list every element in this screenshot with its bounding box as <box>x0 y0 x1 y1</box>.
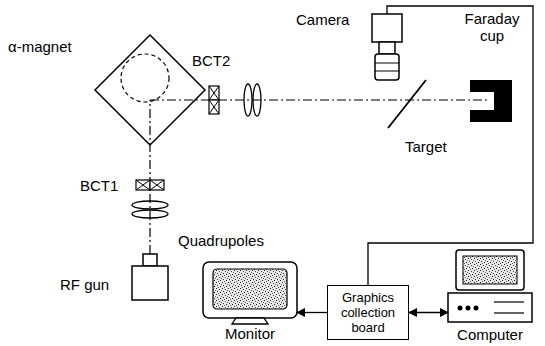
part-label: Faraday cup <box>460 10 524 44</box>
case-button <box>466 306 471 311</box>
beam-line <box>150 99 490 100</box>
signal-connector <box>297 312 327 313</box>
gun-nozzle <box>143 254 157 266</box>
signal-connector <box>409 312 448 313</box>
beam-line <box>149 100 150 254</box>
monitor-stand <box>232 318 268 324</box>
computer-screen <box>463 256 517 284</box>
monitor-screen <box>213 269 287 309</box>
beam-orbit <box>121 54 169 102</box>
monitor: Monitor <box>203 262 297 324</box>
part-label: α-magnet <box>8 38 72 55</box>
quadrupole <box>253 84 261 116</box>
computer-display <box>456 250 524 290</box>
drive-slot <box>494 312 524 313</box>
case-button <box>474 306 479 311</box>
quadrupole <box>132 210 168 218</box>
node-label: Computer <box>457 326 523 343</box>
target-foil <box>388 80 426 128</box>
node-label: Camera <box>296 11 349 28</box>
node-label: Monitor <box>225 325 275 342</box>
computer: Computer <box>448 250 532 322</box>
computer-case <box>448 293 532 322</box>
monitor-frame <box>203 262 297 318</box>
camera-neck <box>379 42 395 54</box>
drive-slot <box>494 301 524 302</box>
camera-lens <box>375 54 399 80</box>
part-label: BCT2 <box>192 52 230 69</box>
signal-connector <box>368 6 533 285</box>
rf-gun <box>132 266 168 300</box>
camera-body <box>372 14 402 42</box>
box-text: Graphics collection board <box>331 290 405 335</box>
part-label: Target <box>405 138 447 155</box>
lens-ring <box>375 71 399 72</box>
quadrupole <box>132 201 168 209</box>
camera: Camera <box>372 14 402 80</box>
quadrupole <box>244 84 252 116</box>
lens-ring <box>375 63 399 64</box>
part-label: Quadrupoles <box>178 232 264 249</box>
case-button <box>458 306 463 311</box>
process-box: Graphics collection board <box>327 285 409 340</box>
bct-cross <box>209 86 219 114</box>
bct-cross <box>136 180 164 190</box>
part-label: BCT1 <box>80 177 118 194</box>
part-label: RF gun <box>60 276 109 293</box>
faraday-cup <box>470 80 512 122</box>
